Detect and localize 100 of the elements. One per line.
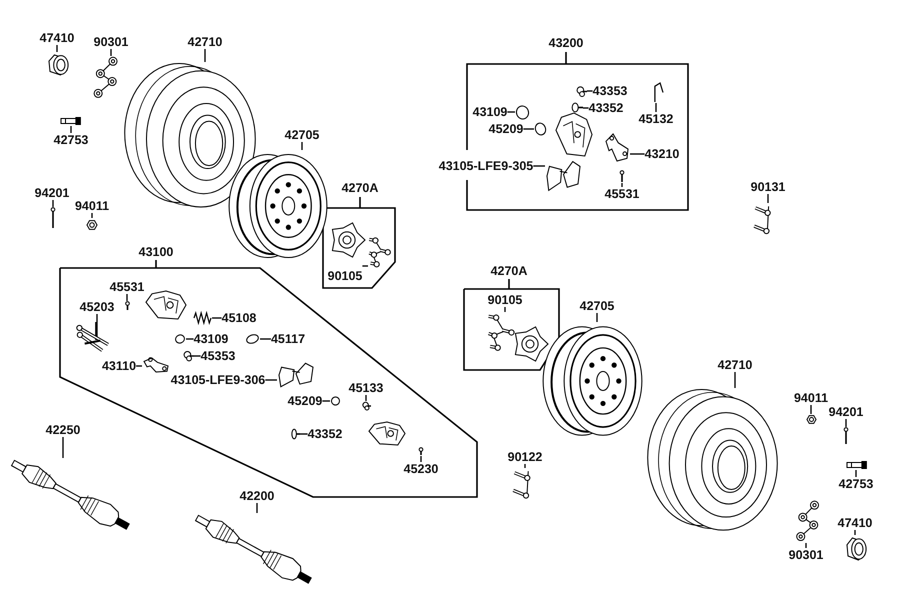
part-number: 90301 (94, 35, 128, 49)
leader-line (362, 265, 368, 267)
caliper-drawing (368, 421, 406, 446)
leader-line (265, 379, 277, 381)
part-number: 42753 (54, 133, 88, 147)
part-number: 47410 (40, 31, 74, 45)
leader-line (136, 365, 142, 367)
leader-line (533, 165, 545, 167)
leader-line (524, 464, 526, 468)
part-number: 42753 (838, 477, 874, 491)
part-number: 94011 (794, 391, 828, 405)
leader-line (56, 45, 58, 52)
bracket-drawing (142, 356, 170, 374)
screw-drawing (362, 401, 371, 411)
nut-set-drawing (92, 56, 120, 100)
part-number: 90301 (788, 548, 824, 562)
leader-line (420, 456, 422, 462)
part-number: 45353 (200, 349, 236, 363)
tire-drawing (122, 62, 258, 210)
hub-cap-drawing (46, 52, 70, 78)
leader-line (194, 355, 201, 357)
pin-drawing (124, 301, 131, 311)
part-number: 47410 (838, 516, 872, 530)
leader-line (596, 313, 598, 322)
screw-drawing (183, 350, 194, 362)
part-number: 43210 (644, 147, 680, 161)
leader-line (212, 317, 222, 319)
leader-line (504, 307, 506, 312)
nut-drawing (86, 218, 98, 232)
leader-line (110, 49, 112, 56)
leader-line (91, 213, 93, 218)
hub-cap-drawing (844, 535, 868, 563)
brake-pad-drawing (545, 160, 582, 192)
part-number: 45133 (348, 381, 384, 395)
part-number: 45209 (288, 394, 322, 408)
part-number: 90122 (508, 450, 542, 464)
part-number: 45117 (270, 332, 306, 346)
leader-line (204, 49, 206, 62)
leader-line (322, 400, 330, 402)
leader-line (621, 183, 623, 187)
part-number: 42710 (718, 358, 752, 372)
part-number: 45209 (488, 122, 524, 136)
leader-line (62, 437, 64, 458)
ring-drawing (534, 122, 547, 136)
ring-drawing (174, 334, 186, 344)
part-number: 45203 (80, 300, 114, 314)
caliper-drawing (145, 290, 187, 320)
pin-drawing (50, 207, 56, 229)
part-number: 94201 (828, 405, 864, 419)
part-number: 43352 (308, 427, 342, 441)
leader-line (260, 338, 271, 340)
pin-drawing (417, 447, 425, 456)
part-number: 43353 (592, 84, 628, 98)
part-number: 94201 (34, 186, 70, 200)
part-number: 43109 (472, 105, 508, 119)
nut-set-drawing (795, 500, 821, 543)
leader-line (587, 90, 593, 92)
leader-line (805, 543, 807, 548)
leader-line (256, 503, 258, 513)
bracket-drawing (604, 132, 630, 163)
part-number: 94011 (74, 199, 110, 213)
leader-line (96, 314, 98, 322)
caliper-drawing (555, 112, 593, 157)
leader-line (300, 433, 308, 435)
pin-drawing (843, 427, 849, 445)
part-number: 43105-LFE9-305 (438, 159, 534, 173)
part-number: 43105-LFE9-306 (170, 373, 266, 387)
leader-line (301, 142, 303, 150)
part-number: 42710 (188, 35, 222, 49)
valve-stem-drawing (60, 116, 82, 126)
part-number: 45132 (638, 112, 674, 126)
drive-shaft-drawing (192, 513, 312, 584)
part-number: 4270A (490, 264, 528, 278)
part-number: 43352 (588, 101, 624, 115)
leader-line (523, 128, 534, 130)
ring-drawing (245, 334, 260, 344)
part-number: 45531 (110, 280, 144, 294)
part-number: 45531 (604, 187, 640, 201)
spring-drawing (193, 312, 212, 324)
leader-line (507, 111, 515, 113)
brake-pad-drawing (277, 362, 315, 388)
part-number: 90131 (750, 180, 786, 194)
screw-drawing (291, 428, 300, 440)
leader-line (855, 470, 857, 477)
part-number: 42200 (240, 489, 274, 503)
part-number: 45230 (404, 462, 438, 476)
part-number: 45108 (222, 311, 256, 325)
leader-line (734, 372, 736, 388)
leader-line (655, 103, 657, 112)
part-number: 43200 (548, 36, 584, 50)
part-number: 42250 (46, 423, 80, 437)
leader-line (583, 107, 589, 109)
leader-line (365, 395, 367, 401)
leader-line (854, 530, 856, 535)
ring-drawing (515, 105, 530, 120)
screw-drawing (571, 102, 583, 113)
valve-stem-drawing (846, 460, 868, 470)
leader-line (767, 194, 769, 203)
part-number: 90105 (328, 269, 362, 283)
ring-drawing (330, 396, 341, 406)
